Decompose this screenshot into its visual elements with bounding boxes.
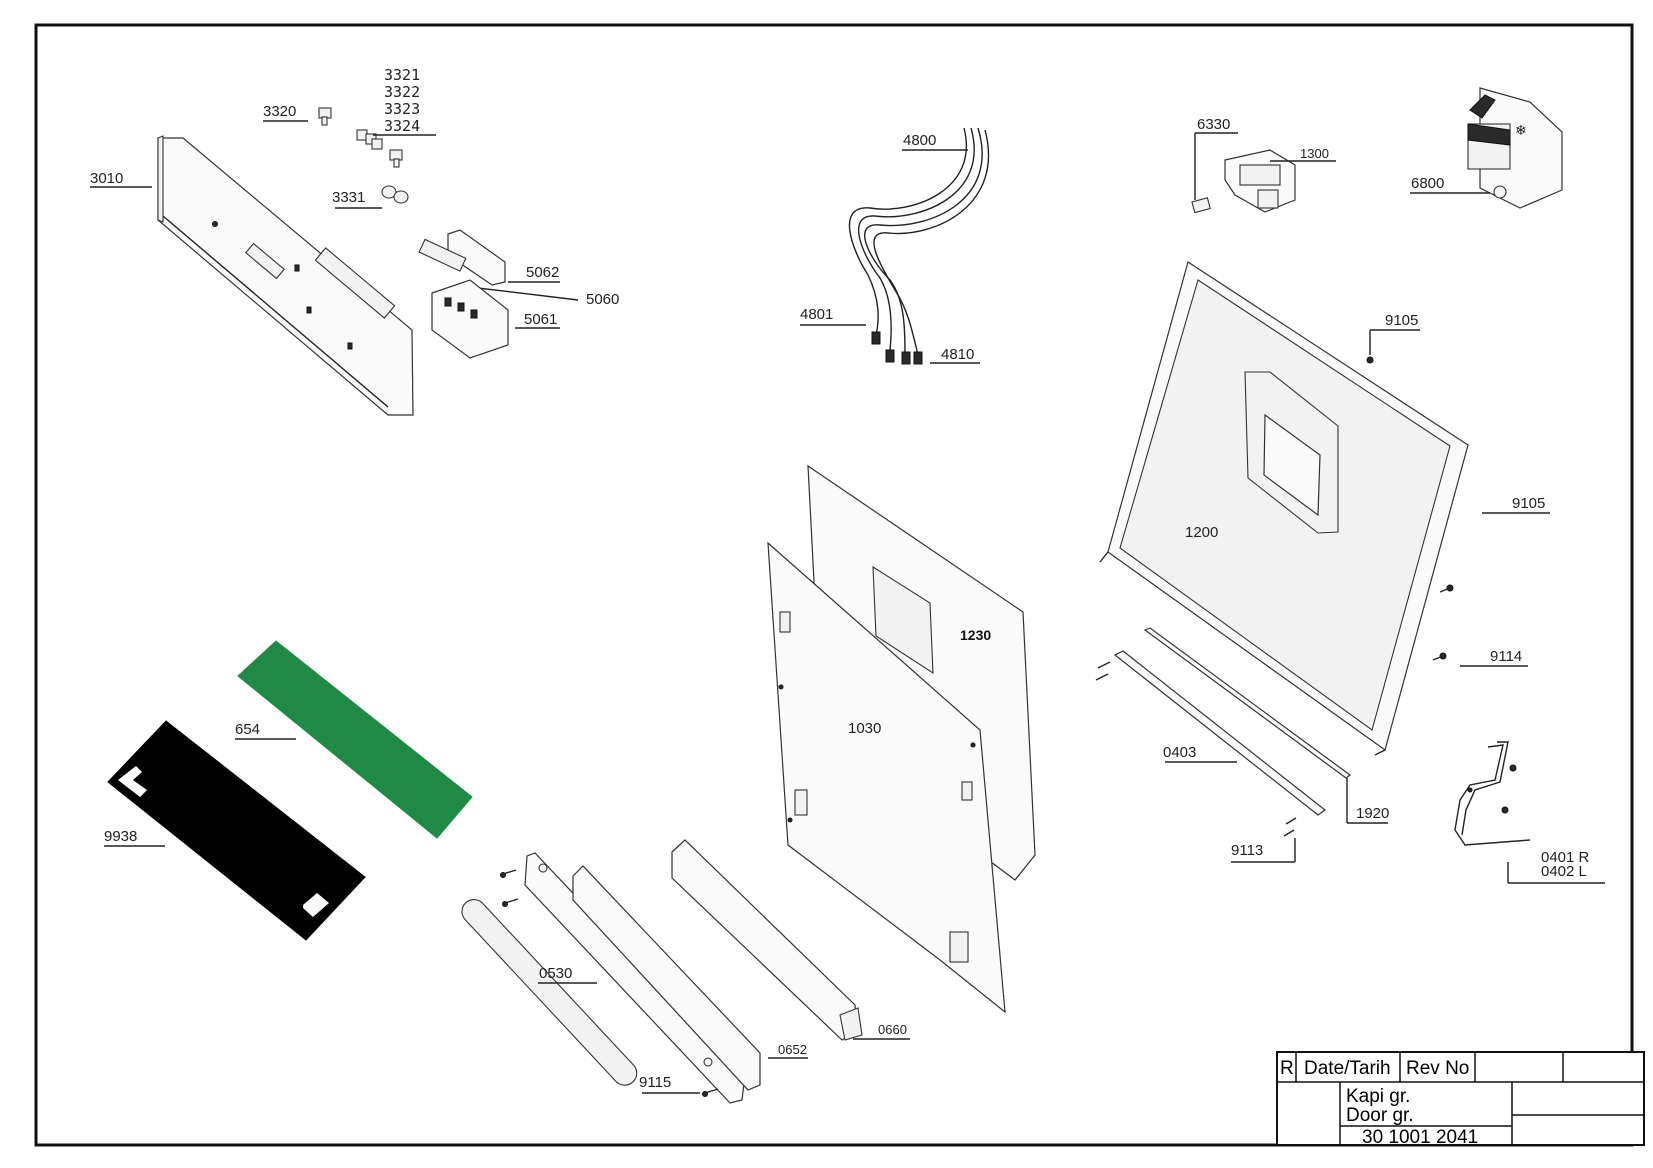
label-1230: 1230: [960, 627, 991, 643]
part-654-green-panel: [237, 640, 473, 839]
part-5061-module: [431, 279, 509, 359]
part-0401-0402-hinge: [1454, 741, 1531, 846]
label-0401: 0401 R: [1541, 849, 1590, 866]
label-9115: 9115: [639, 1074, 671, 1091]
label-3010: 3010: [90, 170, 123, 187]
part-0530-handle-frame: [461, 852, 746, 1104]
part-1920-seal: [1143, 627, 1352, 779]
label-9105-right: 9105: [1512, 495, 1545, 512]
label-9105-top: 9105: [1385, 312, 1418, 329]
part-3331-knob-rings: [381, 185, 409, 204]
label-5062: 5062: [526, 264, 559, 281]
part-3010-control-panel: [157, 135, 414, 416]
part-4800-wiring-harness: [848, 127, 990, 365]
title-block-rev: Rev No: [1406, 1058, 1469, 1079]
label-0652: 0652: [778, 1042, 807, 1057]
label-3324: 3324: [384, 117, 420, 135]
label-4810: 4810: [941, 346, 974, 363]
label-3331: 3331: [332, 189, 365, 206]
label-9938: 9938: [104, 828, 137, 845]
part-0652-handle: [572, 865, 761, 1091]
label-1300: 1300: [1300, 146, 1329, 161]
label-3322: 3322: [384, 83, 420, 101]
label-4801: 4801: [800, 306, 833, 323]
label-3323: 3323: [384, 100, 420, 118]
screw-9114-a: [1439, 584, 1454, 593]
title-block-r: R: [1280, 1058, 1294, 1079]
part-1300-door-lock: [1224, 149, 1296, 213]
part-3321-3324-buttons: [356, 129, 403, 168]
label-9114: 9114: [1490, 648, 1522, 665]
part-0660-handle-insert: [671, 839, 863, 1041]
label-0660: 0660: [878, 1022, 907, 1037]
screw-9105-top: [1366, 356, 1374, 364]
part-6800-detergent-dispenser: ❄: [1467, 87, 1563, 209]
part-5062-board: [418, 229, 506, 286]
label-1030: 1030: [848, 720, 881, 737]
label-9113: 9113: [1231, 842, 1263, 859]
label-6330: 6330: [1197, 116, 1230, 133]
label-0403: 0403: [1163, 744, 1196, 761]
title-block: [1276, 1051, 1645, 1146]
title-block-date: Date/Tarih: [1304, 1058, 1391, 1079]
screws-0530: [500, 869, 519, 907]
screw-9114-b: [1432, 652, 1447, 661]
title-block-number: 30 1001 2041: [1362, 1127, 1478, 1148]
label-3320: 3320: [263, 103, 296, 120]
label-4800: 4800: [903, 132, 936, 149]
label-0402: 0402 L: [1541, 863, 1587, 880]
part-1030-outer-door: [767, 541, 1006, 1014]
svg-text:❄: ❄: [1515, 123, 1527, 139]
part-6330-latch: [1191, 197, 1211, 214]
label-1200: 1200: [1185, 524, 1218, 541]
drawing-frame: [34, 23, 1634, 1147]
part-1200-inner-door: [1099, 261, 1469, 756]
title-block-name-tr: Kapi gr.: [1346, 1086, 1410, 1107]
label-654: 654: [235, 721, 260, 738]
label-3321: 3321: [384, 66, 420, 84]
screw-9115: [702, 1088, 719, 1097]
screws-0403: [1095, 661, 1111, 681]
part-9938-black-panel: [107, 720, 366, 941]
title-block-name-en: Door gr.: [1346, 1105, 1414, 1126]
part-0403-strip: [1113, 650, 1326, 816]
part-3320-knob: [318, 107, 332, 126]
screws-9113: [1283, 817, 1297, 837]
label-0530: 0530: [539, 965, 572, 982]
label-5061: 5061: [524, 311, 557, 328]
label-1920: 1920: [1356, 805, 1389, 822]
label-6800: 6800: [1411, 175, 1444, 192]
label-5060: 5060: [586, 291, 619, 308]
